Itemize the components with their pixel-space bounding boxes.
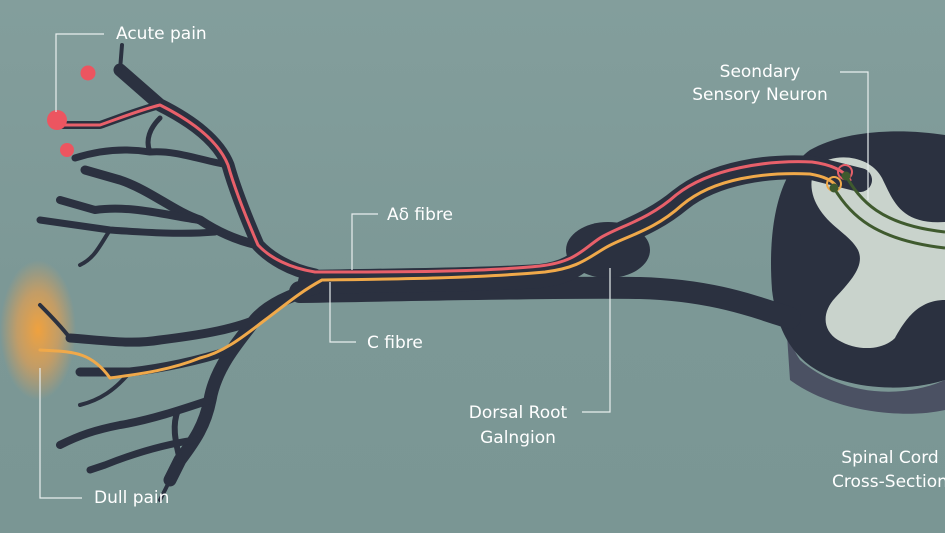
acute-pain-dot-2: [47, 110, 67, 130]
secondary-neuron-dot-2: [829, 183, 839, 193]
c-fibre-leader: [329, 282, 356, 343]
branch-upper-f: [36, 216, 219, 237]
branch-upper-a: [113, 63, 322, 282]
branch-lower-b: [65, 315, 260, 347]
acute-pain-leader: [55, 33, 104, 112]
secondary-neuron-line-2: [832, 187, 945, 250]
secondary-neuron-label-line2: Sensory Neuron: [692, 85, 827, 105]
c-fibre-label: C fibre: [367, 333, 423, 353]
spinal-cord-label-line2: Cross-Section: [832, 472, 945, 492]
acute-pain-dot-1: [80, 65, 96, 81]
branch-upper-g: [145, 115, 163, 155]
dull-pain-label: Dull pain: [94, 488, 169, 508]
secondary-neuron-line-1: [844, 175, 945, 234]
branch-upper-h: [118, 43, 124, 72]
c-fibre-line: [38, 172, 838, 380]
dorsal-root-label-line1: Dorsal Root: [469, 403, 568, 423]
secondary-neuron-leader: [840, 71, 869, 200]
synapse: [826, 164, 945, 250]
dorsal-root-ganglion: [566, 222, 650, 278]
dorsal-root-leader: [582, 268, 611, 413]
dull-pain-glow: [0, 260, 76, 400]
branch-lower-g: [38, 303, 72, 340]
branch-lower-i: [158, 478, 172, 502]
branch-lower-e: [86, 436, 199, 474]
branch-lower-a: [163, 281, 322, 487]
branch-lower-f: [171, 407, 183, 463]
branch-upper-i: [78, 228, 112, 267]
secondary-neuron-label-line1: Seondary: [720, 62, 801, 82]
acute-pain-label: Acute pain: [116, 24, 207, 44]
a-delta-fibre-label: Aδ fibre: [387, 205, 453, 225]
secondary-neuron-dot-1: [841, 171, 851, 181]
branch-upper-e: [56, 196, 204, 224]
a-delta-leader: [351, 213, 378, 270]
dorsal-root-label-line2: Galngion: [480, 428, 556, 448]
acute-pain-dot-3: [60, 143, 74, 157]
branch-lower-d: [56, 396, 214, 449]
spinal-cord-label-line1: Spinal Cord: [841, 448, 938, 468]
spinal-cord-shadow: [776, 230, 945, 414]
dull-pain-leader: [39, 368, 82, 499]
nerve-tree: [36, 43, 872, 502]
a-delta-fibre-line: [58, 103, 852, 274]
